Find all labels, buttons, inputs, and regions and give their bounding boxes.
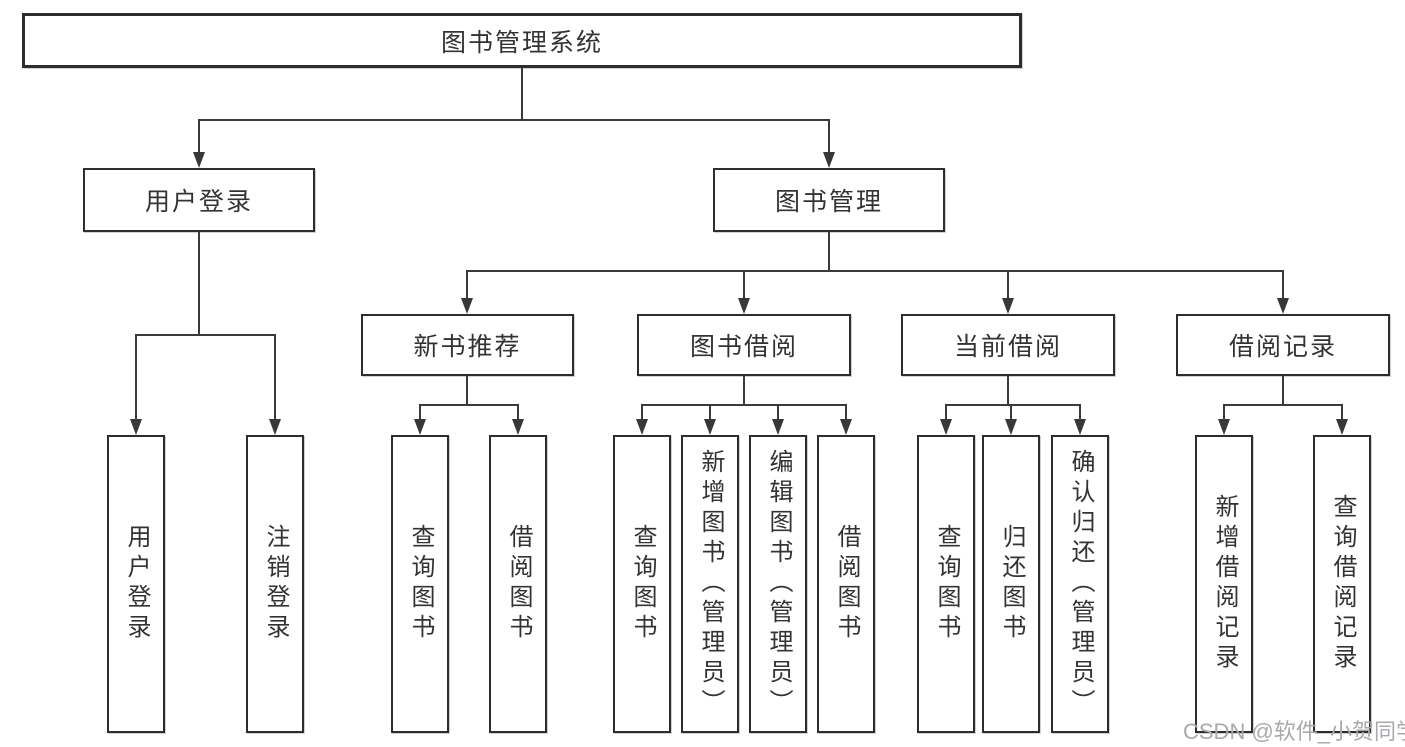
node-label: 新书推荐 [413, 333, 522, 361]
connector-book-management-hline [466, 270, 1284, 272]
leaf-label: 归还图书 [998, 524, 1025, 644]
arrowhead-leaf [1336, 419, 1348, 435]
connector-drop-leaf [641, 404, 643, 422]
connector-user-login-hline [135, 334, 276, 336]
connector-root-hline [198, 119, 830, 121]
arrowhead-new-books [461, 298, 473, 314]
leaf-logout: 注销登录 [246, 435, 304, 733]
connector-drop-leaf [1223, 404, 1225, 422]
arrowhead-leaf [1074, 419, 1086, 435]
arrowhead-leaf [704, 419, 716, 435]
node-label: 当前借阅 [953, 333, 1062, 361]
connector-drop-current [1007, 270, 1009, 300]
node-user-login: 用户登录 [83, 168, 315, 232]
leaf-edit-books-admin: 编辑图书（管理员） [749, 435, 807, 733]
node-label: 图书管理 [774, 188, 883, 216]
leaf-confirm-return-admin: 确认归还（管理员） [1051, 435, 1109, 733]
leaf-label: 新增图书（管理员） [697, 449, 724, 719]
connector-drop-logout-leaf [274, 334, 276, 421]
leaf-query-books-current: 查询图书 [917, 435, 975, 733]
node-label: 图书管理系统 [440, 28, 603, 57]
leaf-label: 确认归还（管理员） [1067, 449, 1094, 719]
connector-drop-leaf [517, 404, 519, 422]
node-label: 用户登录 [144, 188, 253, 216]
connector-drop-leaf [709, 404, 711, 422]
node-label: 借阅记录 [1228, 333, 1337, 361]
connector-new-books-hline [419, 404, 519, 406]
arrowhead-user-login [193, 152, 205, 168]
connector-drop-leaf [1010, 404, 1012, 422]
node-borrow-records: 借阅记录 [1176, 314, 1390, 376]
leaf-return-books: 归还图书 [982, 435, 1040, 733]
leaf-user-login: 用户登录 [107, 435, 165, 733]
leaf-add-books-admin: 新增图书（管理员） [681, 435, 739, 733]
leaf-label: 查询图书 [407, 524, 434, 644]
connector-drop-leaf [845, 404, 847, 422]
connector-drop-user-login [198, 119, 200, 155]
connector-records-stem [1282, 376, 1284, 406]
connector-drop-leaf [1079, 404, 1081, 422]
connector-user-login-stem [198, 232, 200, 336]
connector-drop-records [1282, 270, 1284, 300]
arrowhead-records [1277, 298, 1289, 314]
leaf-borrow-books-borrowing: 借阅图书 [817, 435, 875, 733]
connector-drop-borrowing [743, 270, 745, 300]
node-book-management: 图书管理 [713, 168, 945, 232]
connector-drop-leaf [419, 404, 421, 422]
leaf-borrow-books-newbooks: 借阅图书 [489, 435, 547, 733]
leaf-label: 查询图书 [629, 524, 656, 644]
arrowhead-current [1002, 298, 1014, 314]
arrowhead-leaf [1218, 419, 1230, 435]
arrowhead-borrowing [738, 298, 750, 314]
leaf-label: 注销登录 [262, 524, 289, 644]
connector-current-hline [945, 404, 1081, 406]
connector-drop-leaf [1341, 404, 1343, 422]
leaf-label: 查询图书 [933, 524, 960, 644]
node-current-borrowing: 当前借阅 [901, 314, 1115, 376]
leaf-query-books-borrowing: 查询图书 [613, 435, 671, 733]
node-root-library-management-system: 图书管理系统 [22, 13, 1022, 68]
connector-drop-book-management [828, 119, 830, 155]
arrowhead-leaf [772, 419, 784, 435]
leaf-label: 查询借阅记录 [1329, 494, 1356, 674]
connector-records-hline [1223, 404, 1343, 406]
leaf-label: 借阅图书 [833, 524, 860, 644]
node-new-books: 新书推荐 [361, 314, 574, 376]
arrowhead-leaf [414, 419, 426, 435]
connector-drop-new-books [466, 270, 468, 300]
leaf-query-books-newbooks: 查询图书 [391, 435, 449, 733]
arrowhead-book-management [823, 152, 835, 168]
leaf-add-borrow-record: 新增借阅记录 [1195, 435, 1253, 733]
connector-book-management-stem [828, 232, 830, 272]
arrowhead-leaf [940, 419, 952, 435]
arrowhead-leaf [840, 419, 852, 435]
connector-current-stem [1007, 376, 1009, 406]
connector-drop-leaf [945, 404, 947, 422]
connector-root-stem [521, 68, 523, 121]
leaf-label: 编辑图书（管理员） [765, 449, 792, 719]
arrowhead-login-leaf [130, 419, 142, 435]
arrowhead-leaf [636, 419, 648, 435]
csdn-watermark: CSDN @软件_小贺同学 [1183, 719, 1405, 744]
leaf-query-borrow-record: 查询借阅记录 [1313, 435, 1371, 733]
connector-borrowing-hline [641, 404, 847, 406]
connector-new-books-stem [466, 376, 468, 406]
arrowhead-leaf [1005, 419, 1017, 435]
node-label: 图书借阅 [689, 333, 798, 361]
connector-drop-login-leaf [135, 334, 137, 421]
arrowhead-logout-leaf [269, 419, 281, 435]
connector-borrowing-stem [743, 376, 745, 406]
leaf-label: 借阅图书 [505, 524, 532, 644]
node-borrowing: 图书借阅 [637, 314, 851, 376]
leaf-label: 用户登录 [123, 524, 150, 644]
connector-drop-leaf [777, 404, 779, 422]
leaf-label: 新增借阅记录 [1211, 494, 1238, 674]
arrowhead-leaf [512, 419, 524, 435]
